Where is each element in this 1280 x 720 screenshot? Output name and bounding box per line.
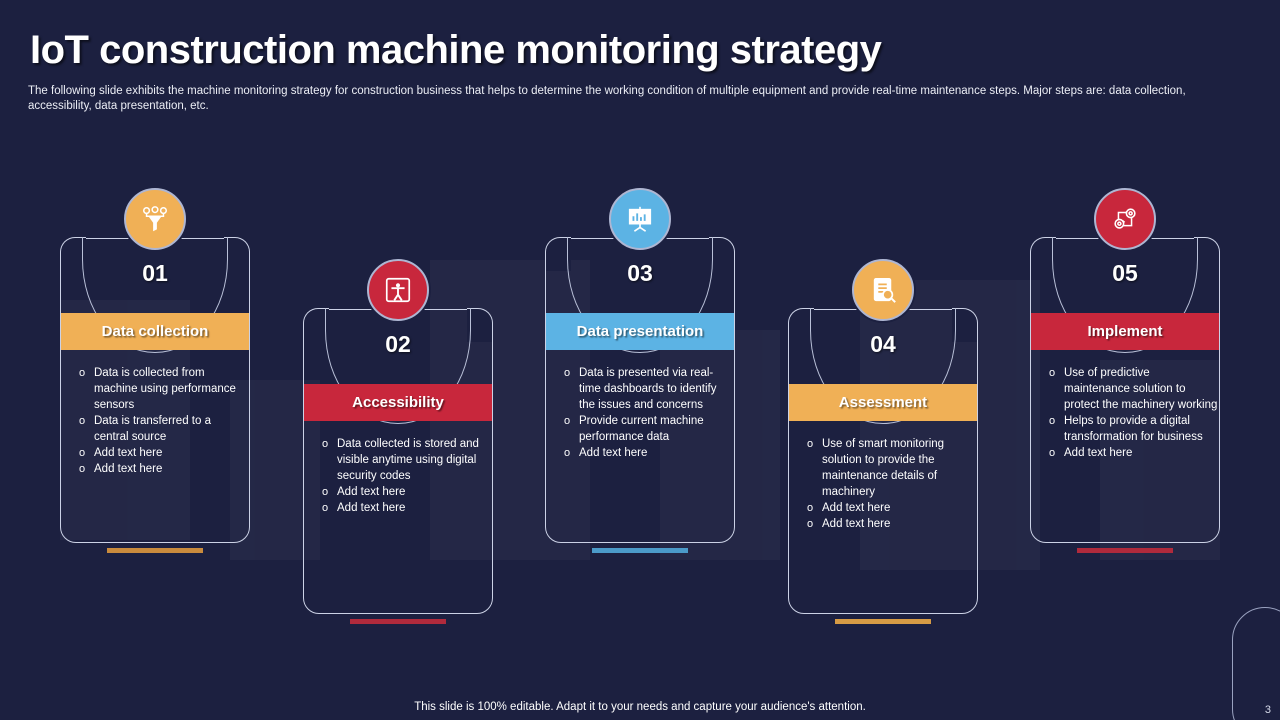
step-number: 05 (1112, 260, 1138, 286)
step-number: 04 (870, 331, 896, 357)
card-shoulder-left (1030, 237, 1056, 271)
step-icon-badge[interactable] (609, 188, 671, 250)
step-points: Use of predictive maintenance solution t… (1046, 365, 1218, 461)
list-item: Data is transferred to a central source (76, 413, 248, 445)
step-points: Data is presented via real-time dashboar… (561, 365, 733, 461)
step-points: Data collected is stored and visible any… (319, 436, 491, 516)
step-heading: Accessibility (304, 384, 492, 421)
card-shoulder-left (303, 308, 329, 342)
page-subtitle: The following slide exhibits the machine… (28, 85, 1186, 112)
list-item: Add text here (804, 500, 976, 516)
step-icon-badge[interactable] (852, 259, 914, 321)
step-points: Data is collected from machine using per… (76, 365, 248, 477)
card-shoulder-right (709, 237, 735, 271)
card-accent-bar (1077, 548, 1173, 553)
step-icon-badge[interactable] (124, 188, 186, 250)
card-shoulder-right (952, 308, 978, 342)
list-item: Use of predictive maintenance solution t… (1046, 365, 1218, 413)
step-heading: Assessment (789, 384, 977, 421)
step-number: 01 (142, 260, 168, 286)
card-accent-bar (107, 548, 203, 553)
step-icon-badge[interactable] (1094, 188, 1156, 250)
list-item: Data is collected from machine using per… (76, 365, 248, 413)
step-heading: Data presentation (546, 313, 734, 350)
page-title: IoT construction machine monitoring stra… (30, 28, 882, 72)
presentation-board-icon (625, 204, 655, 234)
card-shoulder-left (60, 237, 86, 271)
step-heading: Implement (1031, 313, 1219, 350)
funnel-filter-icon (140, 204, 170, 234)
card-shoulder-right (467, 308, 493, 342)
clipboard-search-icon (868, 275, 898, 305)
step-icon-badge[interactable] (367, 259, 429, 321)
list-item: Data is presented via real-time dashboar… (561, 365, 733, 413)
corner-decoration (1232, 607, 1280, 720)
step-points: Use of smart monitoring solution to prov… (804, 436, 976, 532)
list-item: Add text here (561, 445, 733, 461)
list-item: Add text here (76, 461, 248, 477)
step-number: 03 (627, 260, 653, 286)
list-item: Add text here (319, 484, 491, 500)
step-heading: Data collection (61, 313, 249, 350)
footer-note: This slide is 100% editable. Adapt it to… (414, 701, 866, 713)
page-number: 3 (1264, 704, 1271, 716)
list-item: Use of smart monitoring solution to prov… (804, 436, 976, 500)
step-number: 02 (385, 331, 411, 357)
list-item: Provide current machine performance data (561, 413, 733, 445)
list-item: Add text here (1046, 445, 1218, 461)
card-shoulder-right (1194, 237, 1220, 271)
list-item: Add text here (804, 516, 976, 532)
card-accent-bar (350, 619, 446, 624)
card-accent-bar (835, 619, 931, 624)
card-accent-bar (592, 548, 688, 553)
list-item: Add text here (76, 445, 248, 461)
list-item: Data collected is stored and visible any… (319, 436, 491, 484)
list-item: Helps to provide a digital transformatio… (1046, 413, 1218, 445)
card-shoulder-left (545, 237, 571, 271)
card-shoulder-right (224, 237, 250, 271)
accessibility-person-icon (383, 275, 413, 305)
list-item: Add text here (319, 500, 491, 516)
card-shoulder-left (788, 308, 814, 342)
gears-process-icon (1110, 204, 1140, 234)
